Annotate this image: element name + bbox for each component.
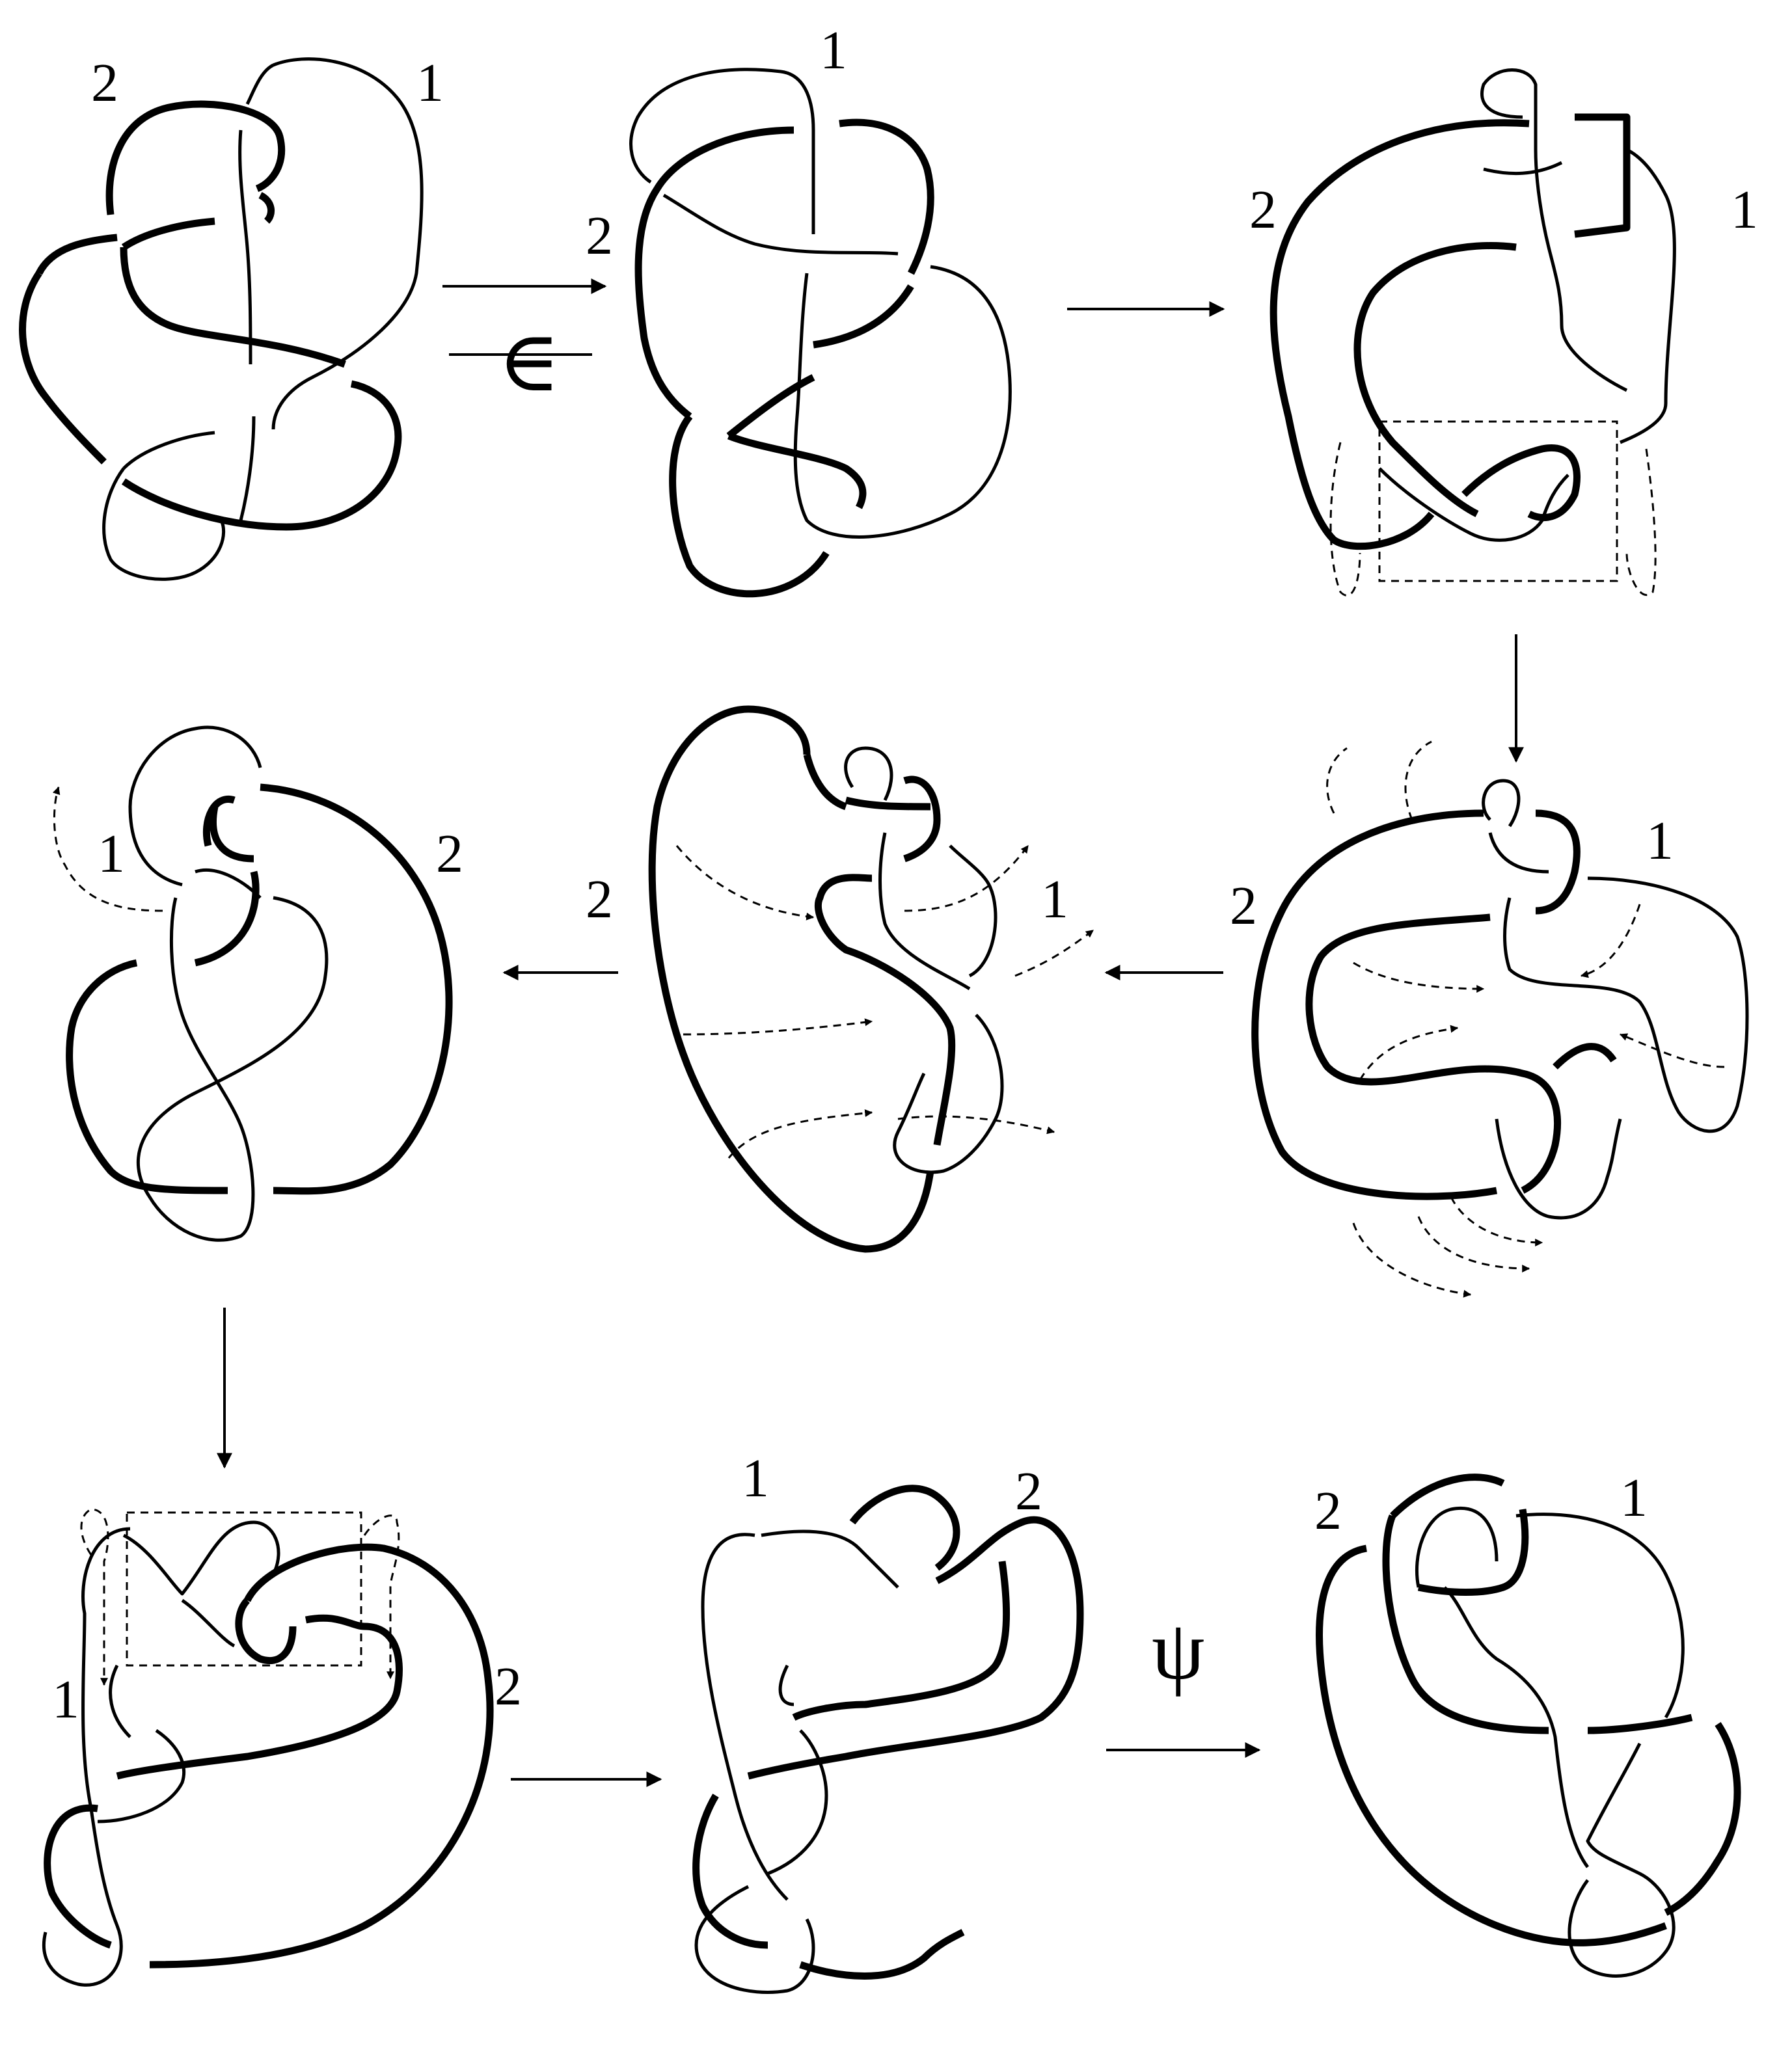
strand-2-thick xyxy=(66,783,453,1195)
strand-2-thick xyxy=(634,118,934,598)
dashed-loop-right xyxy=(363,1514,400,1680)
dashed-flow-2 xyxy=(1404,740,1432,820)
dashed-flow-6 xyxy=(897,1115,1055,1135)
dashed-loop-left xyxy=(1329,442,1361,597)
panel-9-label-left: 2 xyxy=(1314,1481,1342,1541)
dashed-flow-3 xyxy=(683,1018,873,1036)
panel-5: 2 1 xyxy=(586,705,1094,1253)
panel-6-label-right: 1 xyxy=(1646,811,1674,871)
dashed-flow-2 xyxy=(904,845,1029,912)
strand-1-thin xyxy=(1415,1507,1685,1978)
dashed-loop-left xyxy=(80,1508,109,1686)
strand-2-thick xyxy=(19,100,402,531)
dashed-loop-right xyxy=(1625,448,1657,596)
dashed-flow-1 xyxy=(1326,747,1348,814)
transition-symbol-t12: ∈ xyxy=(498,316,560,409)
panel-1-label-left: 2 xyxy=(91,53,118,113)
dashed-flow-1 xyxy=(52,786,163,912)
dashed-flow-5 xyxy=(727,1109,873,1159)
strand-1-thin xyxy=(844,746,1004,1174)
panel-9: 2 1 xyxy=(1314,1468,1741,1978)
strand-2-thick xyxy=(1251,809,1617,1200)
strand-1-thin xyxy=(1378,68,1676,542)
dashed-flow-7 xyxy=(1352,1222,1472,1298)
strand-2-thick xyxy=(44,1543,494,1969)
arrow-t89: ψ xyxy=(1106,1604,1261,1758)
panel-8-label-right: 2 xyxy=(1015,1461,1042,1522)
strand-2-thick xyxy=(1316,1474,1741,1946)
panel-4-label-left: 1 xyxy=(98,824,125,884)
strand-1-thin xyxy=(1482,779,1749,1220)
strand-1-thin xyxy=(42,1520,280,1987)
panel-4-label-right: 2 xyxy=(436,824,463,884)
dashed-box xyxy=(1378,420,1618,582)
strand-2-thick xyxy=(1269,113,1631,550)
panel-6-label-left: 2 xyxy=(1230,876,1257,936)
panel-1: 2 1 xyxy=(19,53,444,581)
panel-8-label-left: 1 xyxy=(742,1448,769,1509)
strand-1-thin xyxy=(694,1529,899,1994)
dashed-flow-5 xyxy=(1359,1025,1459,1081)
strand-2-thick xyxy=(692,1485,1084,1980)
panel-3-label-left: 2 xyxy=(1249,180,1277,240)
panel-1-label-right: 1 xyxy=(416,53,444,113)
panel-3-label-right: 1 xyxy=(1731,180,1758,240)
dashed-flow-6 xyxy=(1619,1033,1725,1068)
strand-2-thick xyxy=(648,705,956,1253)
strand-1-thin xyxy=(629,68,1012,539)
dashed-flow-3 xyxy=(1353,962,1485,993)
panel-8: 1 2 xyxy=(692,1448,1084,1994)
strand-1-thin xyxy=(128,725,329,1242)
arrow-t12: ∈ xyxy=(442,278,607,409)
panel-2-label-left: 2 xyxy=(586,206,613,266)
panel-7: 1 2 xyxy=(42,1508,522,1987)
dashed-flow-4 xyxy=(1014,929,1094,977)
panel-2-label-top: 1 xyxy=(820,20,847,81)
dashed-flow-4 xyxy=(1580,904,1641,978)
panel-2: 1 2 xyxy=(586,20,1012,598)
panel-5-label-right: 1 xyxy=(1041,869,1068,930)
panel-6: 2 1 xyxy=(1230,740,1749,1298)
panel-7-label-left: 1 xyxy=(52,1669,79,1730)
panel-5-label-left: 2 xyxy=(586,869,613,930)
strand-1-thin xyxy=(102,57,424,581)
panel-3: 2 1 xyxy=(1249,68,1758,597)
dashed-box xyxy=(126,1511,362,1667)
dashed-flow-8 xyxy=(1417,1216,1530,1272)
panel-4: 1 2 xyxy=(52,725,463,1242)
panel-7-label-right: 2 xyxy=(495,1656,522,1717)
transition-symbol-t89: ψ xyxy=(1152,1604,1204,1697)
dashed-flow-9 xyxy=(1450,1196,1543,1246)
panel-9-label-right: 1 xyxy=(1620,1468,1648,1528)
dashed-flow-1 xyxy=(675,845,815,921)
